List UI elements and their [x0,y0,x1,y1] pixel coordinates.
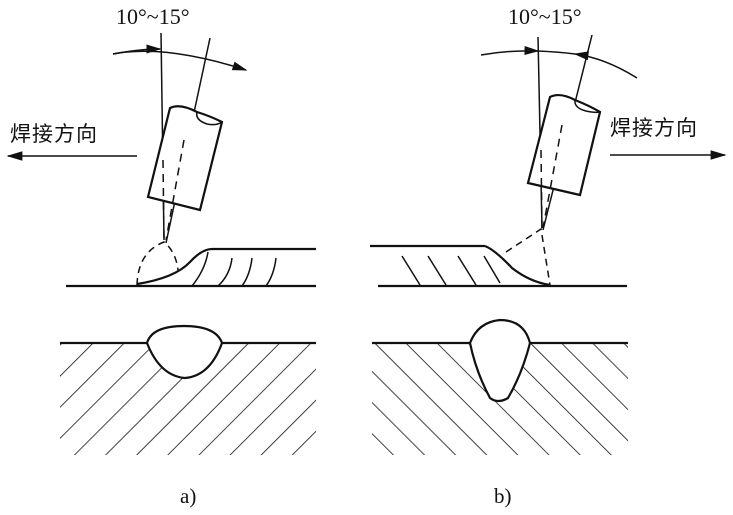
direction-label-a: 焊接方向 [10,122,98,146]
angle-arc [480,46,540,56]
direction-label-b: 焊接方向 [610,116,698,140]
angle-label-b: 10°~15° [508,4,582,29]
caption-a: a) [180,484,197,508]
weld-bead-cross-section [145,324,224,380]
weld-bead-profile [484,244,551,287]
weld-bead-cross-section [468,318,532,403]
angle-arc [112,50,248,71]
weld-bead-profile [136,247,213,286]
panel-a-cross-section [60,324,316,455]
weld-pool-outline [505,227,551,286]
electrode [146,105,224,212]
panel-a [6,32,316,288]
angle-label-a: 10°~15° [116,4,190,29]
panel-b [370,34,727,288]
caption-b: b) [494,484,512,508]
weld-pool-outline [136,241,179,286]
panel-b-cross-section [372,318,628,455]
